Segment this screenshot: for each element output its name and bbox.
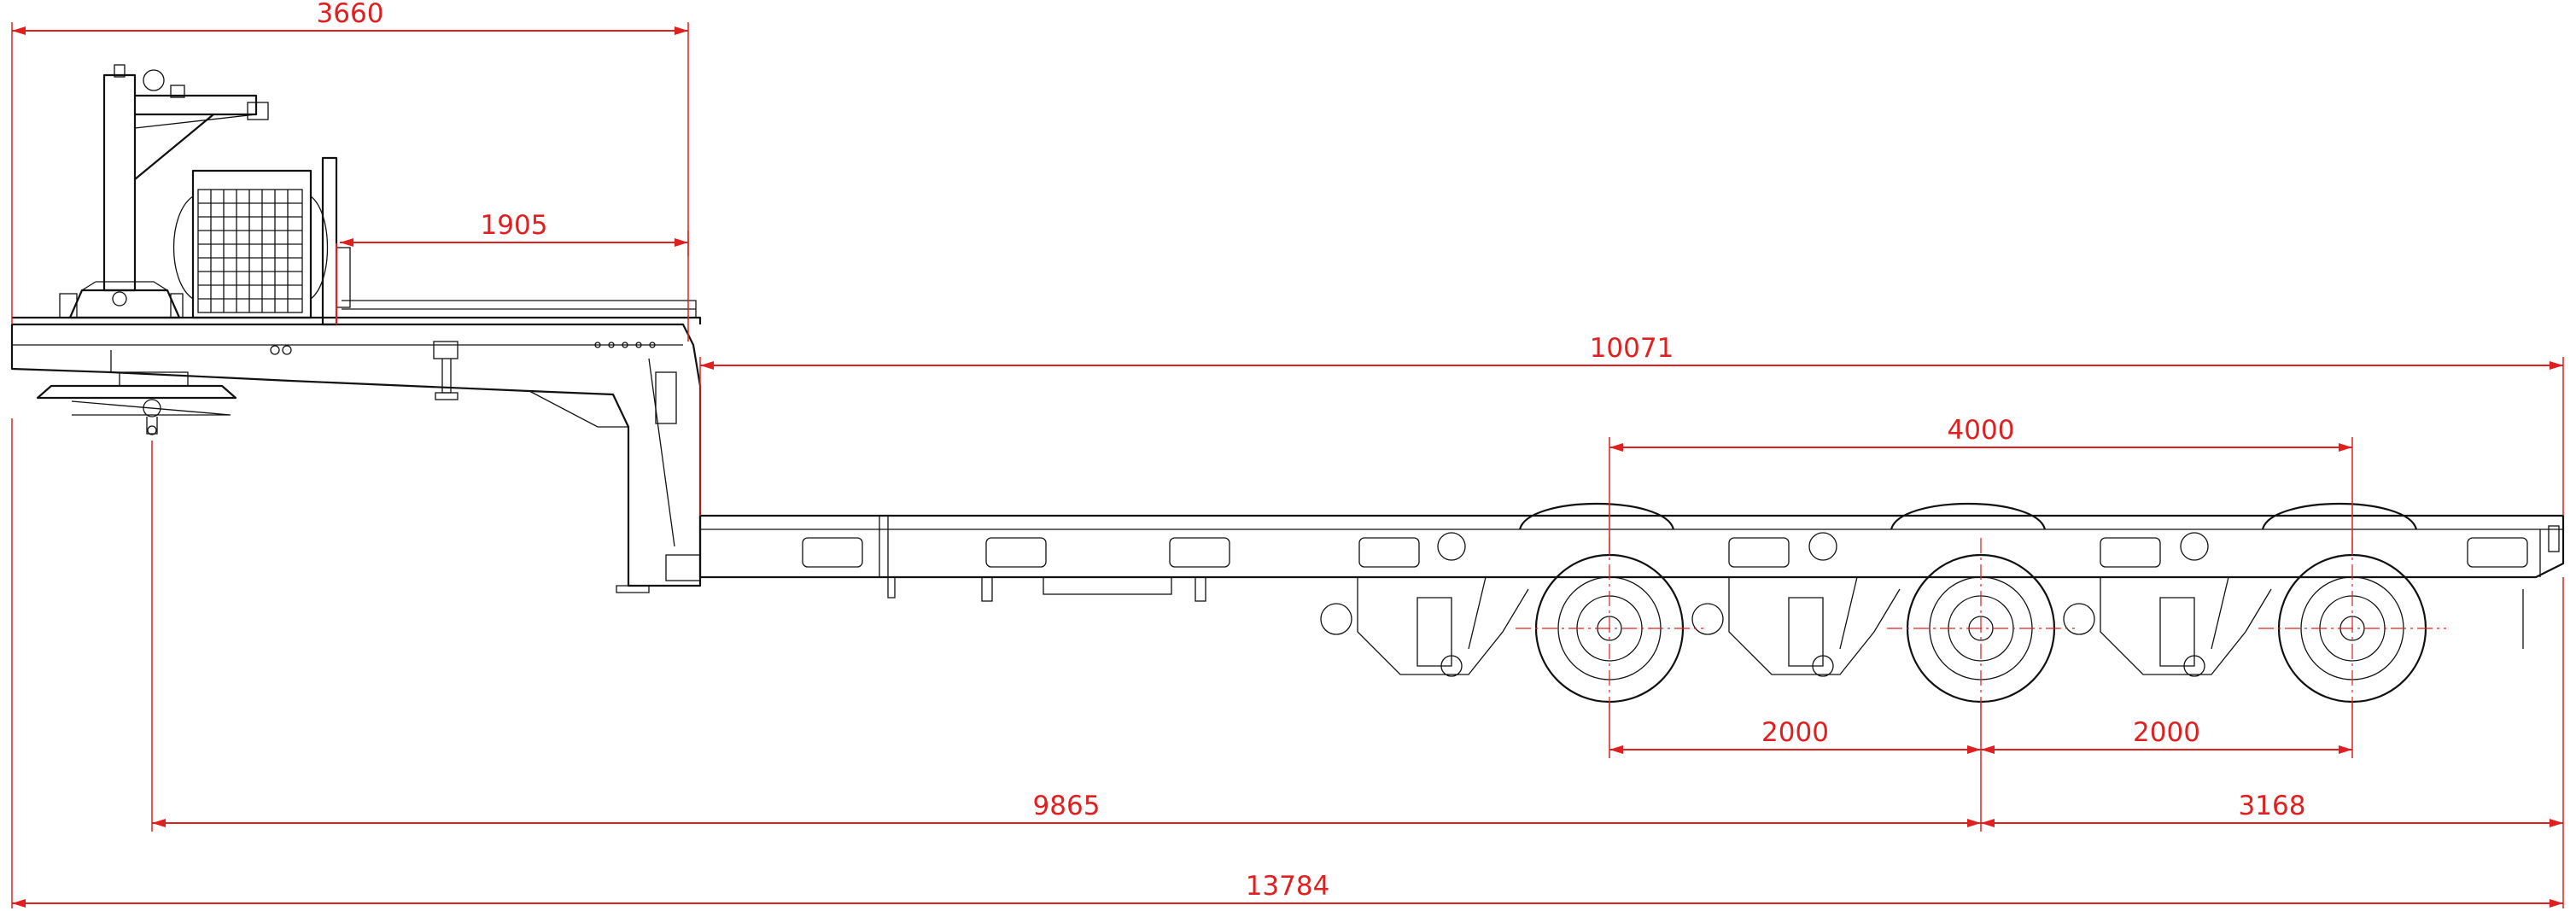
dim-loading-deck-label: 10071: [1590, 333, 1674, 364]
wheel-centerline-2: [1887, 538, 2075, 709]
dim-gooseneck-deck: 1905: [340, 210, 689, 256]
dim-overall-length-label: 13784: [1246, 871, 1330, 902]
dim-axle-pitch-1: 2000: [1609, 702, 1982, 758]
dim-rear-overhang: 3168: [1981, 577, 2564, 832]
dimension-lines: 3660 1905 10071 4000 2000 2000 9865 3168 13784: [11, 0, 2564, 908]
dim-axle-pitch-2: 2000: [1981, 702, 2353, 758]
dim-gooseneck-deck-label: 1905: [481, 210, 548, 241]
dim-overall-length: 13784: [11, 418, 2564, 908]
dim-kingpin-to-axle: 9865: [151, 441, 1982, 832]
dim-rear-overhang-label: 3168: [2239, 791, 2306, 821]
lashing-pockets: [802, 537, 2528, 568]
dim-axle-pitch-2-label: 2000: [2133, 717, 2200, 748]
dim-axle-spread: 4000: [1609, 415, 2353, 555]
cage-grid: [198, 190, 302, 312]
wheel-arches: [1518, 502, 2418, 530]
trailer-outline: [10, 64, 2565, 704]
wheel-centerline-3: [2258, 538, 2446, 709]
dim-axle-pitch-1-label: 2000: [1761, 717, 1829, 748]
dim-kingpin-to-axle-label: 9865: [1033, 791, 1101, 821]
dim-loading-deck: 10071: [699, 333, 2564, 516]
suspension-brackets: [1320, 532, 2272, 677]
dim-front-overhang: 3660: [11, 0, 689, 342]
wheel-centerline-1: [1516, 538, 1703, 709]
dim-axle-spread-label: 4000: [1948, 415, 2015, 446]
dim-front-overhang-label: 3660: [317, 0, 384, 29]
